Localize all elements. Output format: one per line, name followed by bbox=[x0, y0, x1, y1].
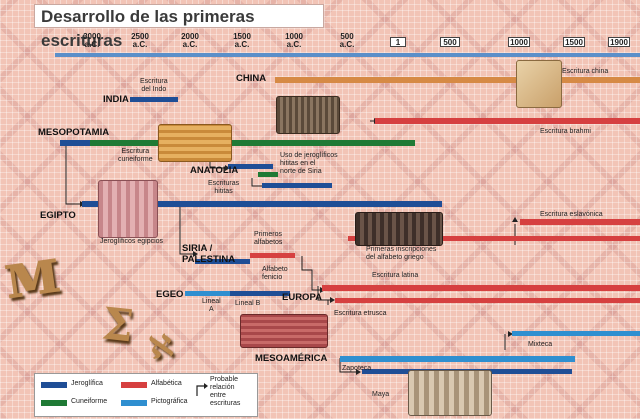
greek-inscription-image bbox=[355, 212, 443, 246]
label-escritura-eslavonica: Escritura eslavónica bbox=[540, 211, 603, 218]
connector-egipto-siria bbox=[179, 205, 193, 255]
label-jeroglificos-egipcios: Jeroglíficos egipcios bbox=[100, 238, 164, 245]
legend-swatch-cuneiforme bbox=[41, 400, 67, 406]
legend-swatch-pictografica bbox=[121, 400, 147, 406]
label-escritura-brahmi: Escritura brahmi bbox=[540, 128, 591, 135]
tick-label-1500bc: 1500 a.C. bbox=[233, 32, 251, 49]
legend-label-alfabetica: Alfabética bbox=[151, 380, 182, 387]
connector-siria-europa-latina bbox=[301, 256, 320, 291]
label-primeras-inscripciones: Primeras inscripciones del alfabeto grie… bbox=[366, 246, 437, 261]
bar-etrusca bbox=[335, 298, 640, 303]
connector-anatolia-hititas bbox=[251, 178, 262, 187]
arrow-anatolia bbox=[225, 165, 230, 171]
tick-box-1900 bbox=[608, 37, 630, 47]
bar-siria-blue bbox=[195, 259, 250, 264]
egyptian-hieroglyphs-image bbox=[98, 180, 158, 238]
tick-label-2500bc: 2500 a.C. bbox=[131, 32, 149, 49]
region-siria-palestina: SIRIA / PALESTINA bbox=[182, 243, 236, 265]
arrow-etrusca bbox=[330, 297, 335, 303]
connector-meso-maya bbox=[339, 358, 356, 373]
tick-label-1000bc: 1000 a.C. bbox=[285, 32, 303, 49]
legend-label-relacion: Probable relación entre escrituras bbox=[210, 376, 241, 407]
region-europa: EUROPA bbox=[282, 292, 322, 303]
region-egipto: EGIPTO bbox=[40, 210, 76, 221]
legend-swatch-jeroglifica bbox=[41, 382, 67, 388]
tick-label-1500: 1500 bbox=[565, 38, 583, 47]
bar-egipto bbox=[82, 201, 442, 207]
legend-label-pictografica: Pictográfica bbox=[151, 398, 188, 405]
legend-relation-arrow-icon bbox=[196, 383, 208, 396]
connector-mesopotamia-egipto bbox=[65, 144, 80, 205]
bar-mixteca bbox=[512, 331, 640, 336]
diagram-title: Desarrollo de las primeras escrituras bbox=[34, 4, 324, 50]
tick-label-1000: 1000 bbox=[510, 38, 528, 47]
cuneiform-tablet-image bbox=[158, 124, 232, 162]
legend-label-cuneiforme: Cuneiforme bbox=[71, 398, 108, 405]
tick-label-500bc: 500 a.C. bbox=[339, 32, 355, 49]
bar-brahmi bbox=[375, 118, 640, 124]
bar-egeo-lineal-b bbox=[230, 291, 290, 296]
label-zapoteca: Zapoteca bbox=[342, 365, 372, 372]
tick-label-1: 1 bbox=[395, 38, 401, 47]
arrow-maya bbox=[356, 369, 361, 375]
carved-letter-mu-icon: ᴍ bbox=[0, 232, 65, 315]
bar-mesopotamia-cuneiform bbox=[90, 140, 415, 146]
legend-swatch-alfabetica bbox=[121, 382, 147, 388]
label-alfabeto-fenicio: Alfabeto fenicio bbox=[262, 266, 288, 281]
bar-anatolia-cuneiform bbox=[258, 172, 278, 177]
bar-latina bbox=[322, 285, 640, 291]
region-mesopotamia: MESOPOTAMIA bbox=[38, 127, 110, 138]
tick-label-500: 500 bbox=[443, 38, 457, 47]
connector-europa-etrusca bbox=[317, 286, 330, 301]
bar-europa-griego bbox=[348, 236, 640, 241]
indus-seal-image bbox=[276, 96, 340, 134]
label-primeros-alfabetos: Primeros alfabetos bbox=[254, 231, 283, 246]
label-escritura-indo: Escritura del Indo bbox=[140, 78, 168, 93]
legend: Jeroglífica Alfabética Cuneiforme Pictog… bbox=[34, 373, 258, 417]
region-china: CHINA bbox=[236, 73, 267, 84]
label-mixteca: Mixteca bbox=[528, 341, 553, 348]
region-egeo: EGEO bbox=[156, 289, 184, 300]
maya-glyphs-image bbox=[408, 370, 492, 416]
bar-siria-alfabetos bbox=[250, 253, 295, 258]
tick-box-1000 bbox=[508, 37, 530, 47]
bar-egeo-lineal-a bbox=[185, 291, 230, 296]
bar-china bbox=[275, 77, 640, 83]
chinese-script-tablet-image bbox=[516, 60, 562, 108]
tick-label-3000bc: 3000 a.C. bbox=[83, 32, 101, 49]
legend-label-jeroglifica: Jeroglífica bbox=[71, 380, 103, 387]
bar-anatolia-hieroglyph bbox=[228, 164, 273, 169]
label-lineal-a: Lineal A bbox=[202, 298, 221, 313]
label-escritura-cuneiforme: Escritura cuneiforme bbox=[118, 148, 153, 163]
arrow-siria bbox=[193, 251, 198, 257]
tick-box-500 bbox=[440, 37, 460, 47]
label-escritura-china: Escritura china bbox=[562, 68, 609, 75]
bar-eslavonica bbox=[520, 219, 640, 225]
arrow-mixteca bbox=[508, 331, 513, 337]
tick-label-2000bc: 2000 a.C. bbox=[181, 32, 199, 49]
region-india: INDIA bbox=[103, 94, 129, 105]
label-jeroglificos-hititas: Uso de jeroglíficos hititas en el norte … bbox=[280, 152, 338, 175]
carved-letter-sigma-icon: Σ bbox=[99, 298, 136, 353]
bar-india bbox=[130, 97, 178, 102]
region-anatolia: ANATOLIA bbox=[190, 165, 239, 176]
arrow-eslavonica bbox=[512, 217, 518, 222]
label-escritura-etrusca: Escritura etrusca bbox=[334, 310, 387, 317]
label-maya: Maya bbox=[372, 391, 390, 398]
tick-box-1 bbox=[390, 37, 406, 47]
linear-b-tablet-image bbox=[240, 314, 328, 348]
label-escrituras-hititas: Escrituras hititas bbox=[208, 180, 240, 195]
bar-hititas bbox=[262, 183, 332, 188]
tick-box-1500 bbox=[563, 37, 585, 47]
region-mesoamerica: MESOAMÉRICA bbox=[255, 353, 328, 364]
label-escritura-latina: Escritura latina bbox=[372, 272, 419, 279]
tick-label-1900: 1900 bbox=[610, 38, 628, 47]
bar-mesoamerica bbox=[340, 356, 575, 362]
timeline-axis bbox=[55, 53, 640, 57]
label-lineal-b: Lineal B bbox=[235, 300, 261, 307]
bar-mesopotamia-blue bbox=[60, 140, 90, 146]
